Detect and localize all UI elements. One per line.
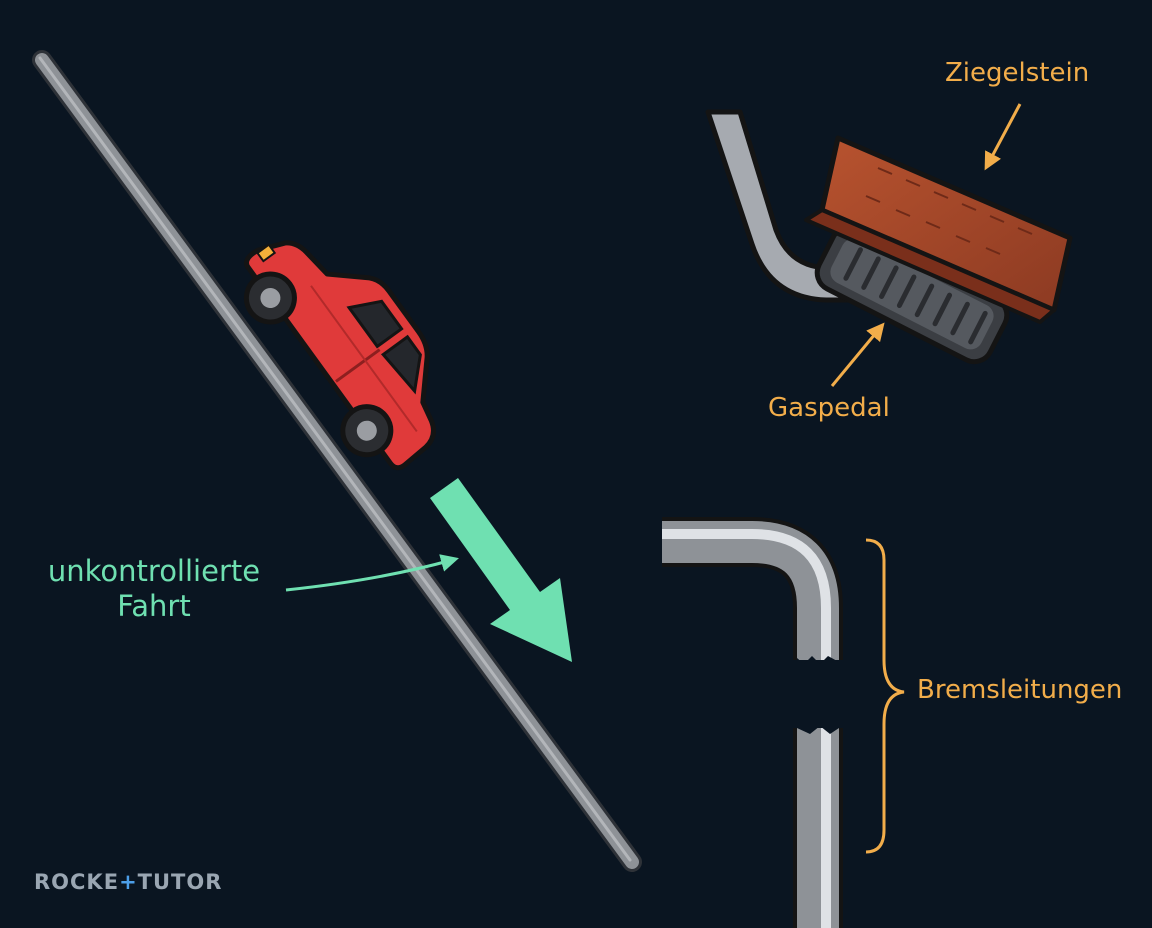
brace-icon [865,538,905,854]
slope-line [32,50,642,872]
pedal-pointer-arrow [830,322,885,387]
label-uncontrolled-drive-line1: unkontrollierte [47,554,261,588]
label-uncontrolled-drive: unkontrollierte Fahrt [38,554,270,624]
drive-pointer-arrow [285,554,459,592]
car-icon [243,240,436,471]
brake-pipe-upper [662,517,843,674]
label-brake-lines: Bremsleitungen [917,675,1123,705]
brand-logo: ROCKE+TUTOR [34,870,222,894]
label-uncontrolled-drive-line2: Fahrt [117,588,191,623]
label-gas-pedal: Gaspedal [768,393,890,423]
label-brick: Ziegelstein [945,58,1090,88]
logo-right: TUTOR [137,870,223,894]
motion-arrow-icon [430,478,572,662]
logo-mark: + [119,870,138,894]
logo-left: ROCKE [34,870,120,894]
brick-icon [804,135,1073,324]
brake-pipe-lower [793,716,843,928]
brick-pointer-arrow [984,103,1022,171]
